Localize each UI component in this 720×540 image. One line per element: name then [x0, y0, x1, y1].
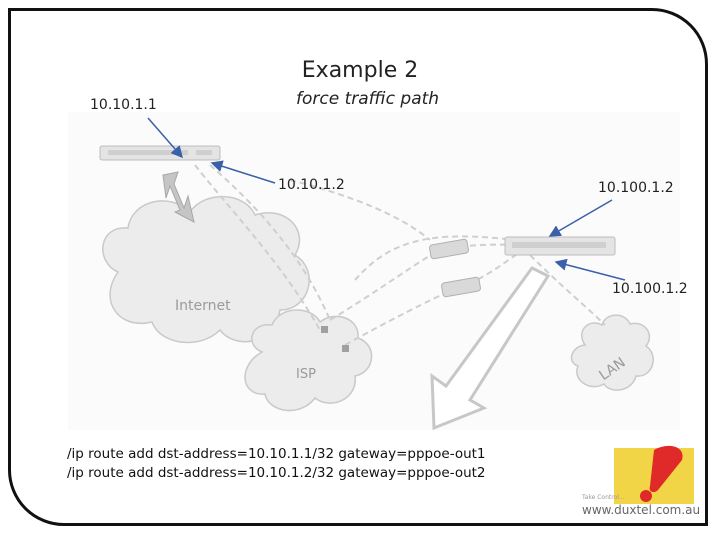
isp-cloud [244, 309, 373, 412]
ip-label-right-router-bottom: 10.100.1.2 [612, 281, 688, 297]
modem-top [429, 238, 469, 260]
route-command-line: /ip route add dst-address=10.10.1.2/32 g… [67, 465, 486, 481]
slide-subtitle: force traffic path [296, 89, 440, 109]
ip-label-right-router-top: 10.100.1.2 [598, 180, 674, 196]
isp-node-icon [342, 345, 349, 352]
route-command-line: /ip route add dst-address=10.10.1.1/32 g… [67, 446, 486, 462]
left-router [99, 145, 221, 161]
isp-label: ISP [296, 367, 316, 382]
router-internet-arrow [162, 171, 195, 223]
slide-frame [8, 8, 708, 526]
route-commands: /ip route add dst-address=10.10.1.1/32 g… [67, 445, 486, 483]
downlink-arrow [430, 266, 551, 431]
logo-url: www.duxtel.com.au [582, 503, 701, 517]
lan-cloud [570, 314, 654, 391]
logo-tagline: Take Control... [582, 494, 625, 501]
ip-label-left-router: 10.10.1.1 [90, 97, 157, 113]
duxtel-logo-icon [614, 445, 694, 504]
callout-arrows [147, 117, 626, 281]
internet-cloud [102, 195, 310, 344]
modem-bottom [441, 276, 481, 298]
isp-node-icon [321, 326, 328, 333]
internet-label: Internet [175, 298, 231, 314]
ip-label-left-router-second: 10.10.1.2 [278, 177, 345, 193]
slide-title: Example 2 [301, 58, 419, 83]
right-router [504, 236, 616, 256]
